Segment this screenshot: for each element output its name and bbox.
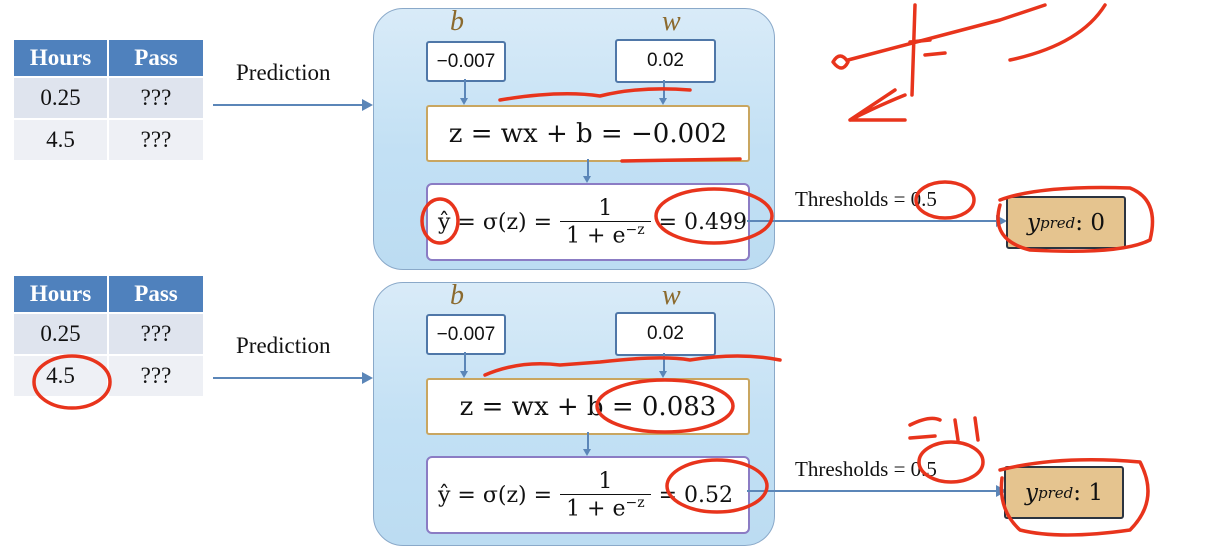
param-w-letter: w xyxy=(662,280,681,311)
table-row: 0.25 ??? xyxy=(14,314,203,354)
table-header-pass: Pass xyxy=(109,276,203,312)
y-pred-value: : 1 xyxy=(1073,479,1103,506)
threshold-label: Thresholds = 0.5 xyxy=(795,187,937,211)
arrow-down-icon xyxy=(460,98,468,105)
prediction-label: Prediction xyxy=(236,60,331,85)
sigmoid-equation-box: ŷ = σ(z) = 1 1 + e−z = 0.499 xyxy=(426,183,750,261)
sigmoid-lhs: ŷ = σ(z) = xyxy=(438,482,553,508)
threshold-connector xyxy=(747,220,997,222)
fraction-numerator: 1 xyxy=(598,195,613,221)
bias-connector xyxy=(464,352,466,372)
threshold-label: Thresholds = 0.5 xyxy=(795,457,937,481)
table-cell-pass: ??? xyxy=(109,120,203,160)
prediction-arrow xyxy=(213,104,363,106)
weight-value-box: 0.02 xyxy=(615,39,716,83)
z-value: 0.083 xyxy=(641,391,717,422)
ink-scribble xyxy=(831,54,850,70)
fraction-denominator: 1 + e−z xyxy=(560,220,651,248)
prediction-arrow xyxy=(213,377,363,379)
weight-connector xyxy=(663,80,665,99)
fraction-denominator: 1 + e−z xyxy=(560,493,651,521)
z-value: −0.002 xyxy=(631,118,728,149)
table-cell-pass: ??? xyxy=(109,314,203,354)
arrow-down-icon xyxy=(460,371,468,378)
table-cell-pass: ??? xyxy=(109,78,203,118)
ink-scribble xyxy=(908,416,980,442)
linear-equation-box: z = wx + b = 0.083 xyxy=(426,378,750,435)
linear-equation-text: z = wx + b = xyxy=(459,391,634,422)
table-cell-hours: 0.25 xyxy=(14,314,107,354)
table-header-hours: Hours xyxy=(14,40,107,76)
y-pred-value: : 0 xyxy=(1075,209,1105,236)
arrow-head-icon xyxy=(362,99,373,111)
table-header-hours: Hours xyxy=(14,276,107,312)
ink-scribble xyxy=(848,88,907,122)
sigmoid-fraction: 1 1 + e−z xyxy=(560,196,651,248)
arrow-head-icon xyxy=(362,372,373,384)
weight-connector xyxy=(663,353,665,372)
linear-equation-box: z = wx + b = −0.002 xyxy=(426,105,750,162)
sigmoid-equation-box: ŷ = σ(z) = 1 1 + e−z = 0.52 xyxy=(426,456,750,534)
table-cell-pass: ??? xyxy=(109,356,203,396)
arrow-down-icon xyxy=(583,176,591,183)
table-header-pass: Pass xyxy=(109,40,203,76)
ink-scribble xyxy=(908,3,947,97)
table-row: 4.5 ??? xyxy=(14,356,203,396)
param-b-letter: b xyxy=(450,6,464,37)
table-cell-hours: 4.5 xyxy=(14,356,107,396)
weight-value-box: 0.02 xyxy=(615,312,716,356)
sigmoid-equals: = xyxy=(658,482,678,508)
sigmoid-lhs: ŷ = σ(z) = xyxy=(438,209,553,235)
bias-value-box: −0.007 xyxy=(426,41,506,82)
data-table: Hours Pass 0.25 ??? 4.5 ??? xyxy=(12,38,205,162)
table-cell-hours: 4.5 xyxy=(14,120,107,160)
param-b-letter: b xyxy=(450,280,464,311)
bias-connector xyxy=(464,79,466,99)
z-connector xyxy=(587,159,589,177)
arrow-down-icon xyxy=(659,371,667,378)
arrow-down-icon xyxy=(583,449,591,456)
table-cell-hours: 0.25 xyxy=(14,78,107,118)
linear-equation-text: z = wx + b = xyxy=(448,118,623,149)
fraction-numerator: 1 xyxy=(598,468,613,494)
arrow-down-icon xyxy=(659,98,667,105)
data-table: Hours Pass 0.25 ??? 4.5 ??? xyxy=(12,274,205,398)
param-w-letter: w xyxy=(662,6,681,37)
bias-value-box: −0.007 xyxy=(426,314,506,355)
table-row: 0.25 ??? xyxy=(14,78,203,118)
threshold-connector xyxy=(747,490,997,492)
sigmoid-equals: = xyxy=(658,209,678,235)
sigmoid-fraction: 1 1 + e−z xyxy=(560,469,651,521)
y-hat-value: 0.52 xyxy=(684,482,734,508)
ink-scribble xyxy=(1008,3,1107,62)
ink-scribble xyxy=(846,3,1047,62)
prediction-label: Prediction xyxy=(236,333,331,358)
y-hat-value: 0.499 xyxy=(684,209,748,235)
z-connector xyxy=(587,432,589,450)
table-row: 4.5 ??? xyxy=(14,120,203,160)
